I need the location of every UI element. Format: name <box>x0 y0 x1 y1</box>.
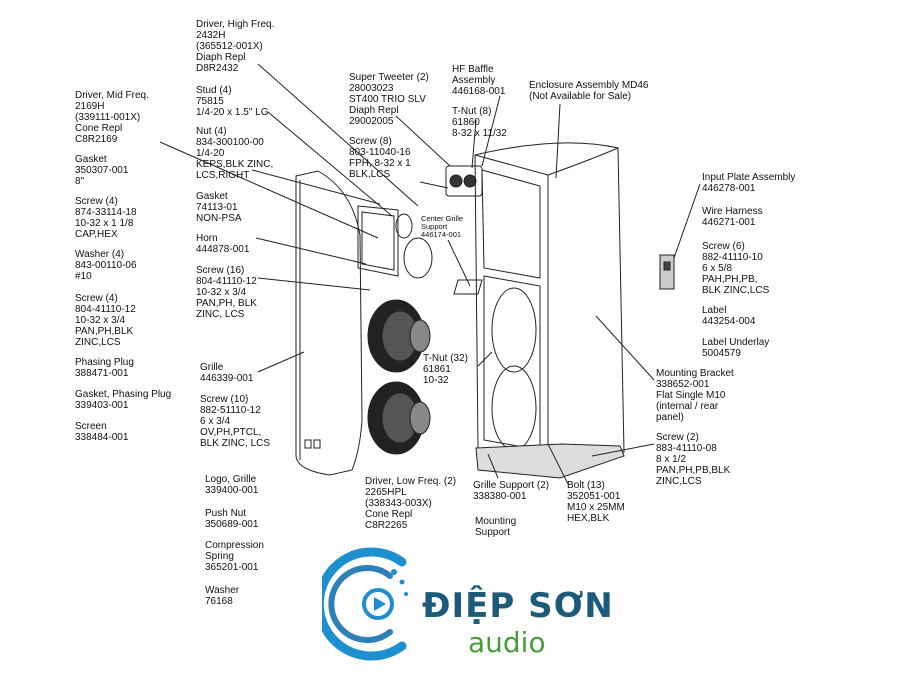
label-mounting-bracket: Mounting Bracket 338652-001 Flat Single … <box>656 368 734 423</box>
label-grille: Grille 446339-001 <box>200 362 254 384</box>
brand-subtitle: audio <box>468 626 546 659</box>
enclosure-body <box>474 142 625 461</box>
label-gasket-left: Gasket 350307-001 8" <box>75 154 129 187</box>
mid-driver <box>403 237 433 279</box>
center-grille-support <box>453 279 483 295</box>
label-center-grille-support: Center Grille Support 446174-001 <box>421 214 464 239</box>
label-t-nut-32: T-Nut (32) 61861 10-32 <box>423 353 469 386</box>
low-driver-bottom <box>367 381 431 455</box>
label-stud: Stud (4) 75815 1/4-20 x 1.5" LG <box>196 85 269 118</box>
label-screen: Screen 338484-001 <box>75 421 129 443</box>
label-screw-4-cap: Screw (4) 874-33114-18 10-32 x 1 1/8 CAP… <box>75 196 137 240</box>
label-enclosure: Enclosure Assembly MD46 (Not Available f… <box>529 80 649 102</box>
label-gasket-mid: Gasket 74113-01 NON-PSA <box>196 191 242 224</box>
label-phasing-plug: Phasing Plug 388471-001 <box>75 357 134 379</box>
label-super-tweeter: Super Tweeter (2) 28003023 ST400 TRIO SL… <box>349 72 429 127</box>
horn-plate <box>357 205 399 277</box>
low-driver-top <box>367 299 431 373</box>
label-screw-4-pan: Screw (4) 804-41110-12 10-32 x 3/4 PAN,P… <box>75 293 136 348</box>
label-screw-6: Screw (6) 882-41110-10 6 x 5/8 PAH,PH,PB… <box>702 241 770 296</box>
brand-logo-icon <box>322 547 408 661</box>
label-washer-4: Washer (4) 843-00110-06 #10 <box>75 249 137 282</box>
label-hf-baffle: HF Baffle Assembly 446168-001 <box>452 64 506 97</box>
label-label: Label 443254-004 <box>702 305 756 327</box>
grille-panel <box>295 170 363 476</box>
label-logo-grille: Logo, Grille 339400-001 <box>205 474 259 496</box>
label-input-plate: Input Plate Assembly 446278-001 <box>702 172 796 194</box>
label-push-nut: Push Nut 350689-001 <box>205 508 259 530</box>
label-screw-16: Screw (16) 804-41110-12 10-32 x 3/4 PAN,… <box>196 265 257 320</box>
label-horn: Horn 444878-001 <box>196 233 250 255</box>
label-screw-8: Screw (8) 803-11040-16 FPH, 8-32 x 1 BLK… <box>349 136 411 180</box>
label-driver-high-freq: Driver, High Freq. 2432H (365512-001X) D… <box>196 19 275 74</box>
label-driver-mid-freq: Driver, Mid Freq. 2169H (339111-001X) Co… <box>75 90 149 145</box>
grille-support <box>475 443 625 479</box>
label-t-nut-8: T-Nut (8) 61860 8-32 x 11/32 <box>452 106 507 139</box>
label-washer: Washer 76168 <box>205 585 240 607</box>
label-driver-low-freq: Driver, Low Freq. (2) 2265HPL (338343-00… <box>365 476 457 531</box>
label-compression-spring: Compression Spring 365201-001 <box>205 540 264 573</box>
label-bolt: Bolt (13) 352051-001 M10 x 25MM HEX,BLK <box>567 480 625 524</box>
label-gasket-phasing-plug: Gasket, Phasing Plug 339403-001 <box>75 389 172 411</box>
input-plate <box>659 254 675 290</box>
label-screw-2: Screw (2) 883-41110-08 8 x 1/2 PAN,PH,PB… <box>656 432 731 487</box>
label-grille-support: Grille Support (2) 338380-001 <box>473 480 550 502</box>
label-mounting-support: Mounting Support <box>475 516 517 538</box>
label-screw-10: Screw (10) 882-51110-12 6 x 3/4 OV,PH,PT… <box>200 394 271 449</box>
label-label-underlay: Label Underlay 5004579 <box>702 337 770 359</box>
label-nut: Nut (4) 834-300100-00 1/4-20 KEPS,BLK ZI… <box>196 126 274 181</box>
brand-name: ĐIỆP SƠN <box>422 586 614 626</box>
label-wire-harness: Wire Harness 446271-001 <box>702 206 763 228</box>
